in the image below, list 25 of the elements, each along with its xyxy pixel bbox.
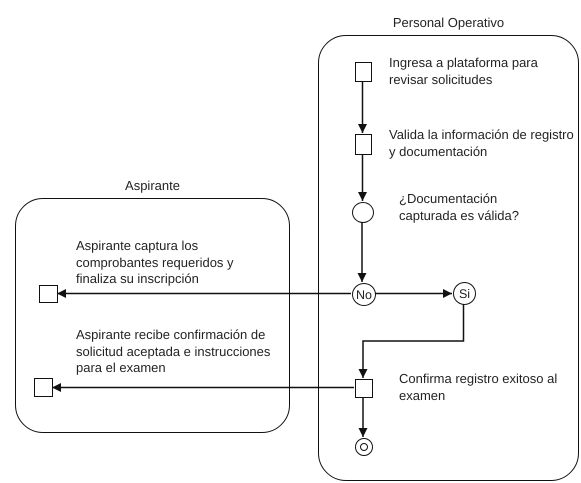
lane-title: Aspirante [124,178,181,193]
arrow [358,154,367,201]
activity-box [355,134,372,155]
activity-label: ¿Documentación capturada es válida? [399,191,520,224]
arrow [375,289,452,298]
activity-label: Aspirante captura los comprobantes requeridos y finaliza su inscripción [76,238,235,288]
activity-label: Valida la información de registro y documentación [389,127,574,160]
decision-circle [352,202,374,223]
activity-box [355,379,373,398]
arrow [57,289,351,298]
activity-box [34,378,53,397]
activity-label: Aspirante recibe confirmación de solicitud aceptada e instrucciones para el examen [76,327,272,376]
activity-label: Confirma registro exitoso al examen [399,371,558,404]
arrow [358,81,367,133]
arrow [358,397,368,437]
arrow [52,383,354,392]
lane-title: Personal Operativo [392,15,506,30]
branch-circle: No [352,283,376,306]
arrow [358,222,366,282]
branch-circle: Si [453,282,476,305]
arrow [358,304,464,378]
activity-label: Ingresa a plataforma para revisar solicitudes [389,55,539,88]
end-node [355,438,373,456]
activity-box [39,285,58,303]
activity-box [355,62,372,82]
